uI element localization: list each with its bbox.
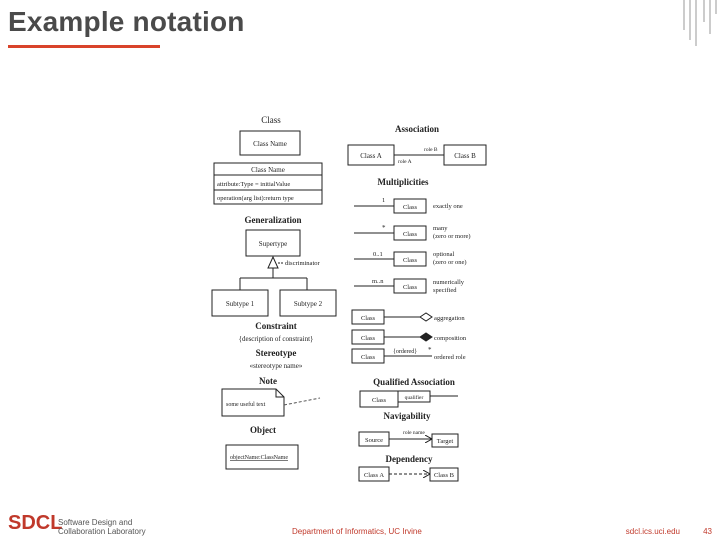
mult-3-desc2: (zero or one) — [433, 259, 467, 266]
class-detail-box — [213, 162, 323, 205]
class-detail-operation: operation(arg list):return type — [217, 195, 294, 202]
aggregation-class-label: Class — [361, 315, 376, 322]
object-heading: Object — [250, 425, 276, 435]
ordered-constraint: {ordered} — [393, 349, 417, 355]
mult-3-class-box — [393, 251, 427, 267]
footer-url: sdcl.ics.uci.edu — [625, 527, 680, 536]
subtype2-box — [279, 289, 337, 317]
mult-4-desc2: specified — [433, 287, 457, 294]
subtype1-label: Subtype 1 — [226, 300, 255, 308]
role-b-label: role B — [424, 147, 438, 153]
footer-lab-line1: Software Design and — [58, 518, 133, 527]
mult-4-class-label: Class — [403, 284, 418, 291]
mult-2-value: * — [382, 224, 386, 232]
qualified-heading: Qualified Association — [373, 377, 455, 387]
constraint-heading: Constraint — [255, 321, 297, 331]
qualifier-label: qualifier — [405, 394, 424, 401]
mult-3-value: 0..1 — [373, 251, 383, 258]
dep-class-b-label: Class B — [434, 472, 455, 479]
supertype-label: Supertype — [259, 240, 287, 248]
constraint-text: {description of constraint} — [239, 335, 314, 343]
qualified-class-label: Class — [372, 397, 387, 404]
mult-2-class-box — [393, 225, 427, 241]
assoc-class-b-label: Class B — [454, 152, 476, 160]
mult-4-value: m..n — [372, 278, 384, 285]
title-underline — [8, 45, 160, 48]
class-box — [239, 130, 301, 156]
footer-lab-name: Software Design and Collaboration Labora… — [58, 518, 146, 536]
slide-title: Example notation — [8, 6, 245, 37]
note-heading: Note — [259, 376, 277, 386]
ordered-role-label: ordered role — [434, 354, 466, 361]
class-detail-attribute: attribute:Type = initialValue — [217, 181, 290, 188]
nav-role-label: role name — [403, 430, 425, 436]
navigability-heading: Navigability — [383, 411, 431, 421]
stereotype-text: «stereotype name» — [250, 362, 303, 370]
assoc-class-b-box — [443, 144, 487, 166]
page-number: 43 — [703, 527, 712, 536]
generalization-heading: Generalization — [245, 215, 302, 225]
dependency-heading: Dependency — [386, 454, 433, 464]
assoc-class-a-label: Class A — [360, 152, 382, 160]
mult-1-class-box — [393, 198, 427, 214]
aggregation-diamond-icon — [419, 312, 433, 322]
ordered-class-label: Class — [361, 354, 376, 361]
corner-decoration — [683, 0, 717, 46]
composition-label: composition — [434, 335, 467, 342]
association-heading: Association — [395, 124, 439, 134]
class-detail-name: Class Name — [251, 166, 285, 174]
discriminator-label: discriminator — [285, 260, 320, 267]
mult-4-class-box — [393, 278, 427, 294]
mult-1-desc: exactly one — [433, 203, 463, 210]
mult-2-class-label: Class — [403, 231, 418, 238]
footer-logo: SDCL — [8, 512, 63, 534]
ordered-mult: * — [428, 346, 432, 354]
multiplicities-heading: Multiplicities — [378, 177, 429, 187]
mult-4-desc1: numerically — [433, 279, 465, 286]
nav-source-label: Source — [365, 437, 383, 444]
mult-2-desc1: many — [433, 225, 448, 232]
stereotype-heading: Stereotype — [256, 348, 297, 358]
note-shape — [221, 388, 285, 417]
object-box — [225, 444, 299, 470]
role-a-label: role A — [398, 159, 412, 165]
dep-class-a-label: Class A — [364, 472, 384, 479]
mult-3-class-label: Class — [403, 257, 418, 264]
mult-3-desc1: optional — [433, 251, 454, 258]
mult-2-desc2: (zero or more) — [433, 233, 471, 240]
nav-target-box — [431, 433, 459, 448]
footer-department: Department of Informatics, UC Irvine — [292, 527, 422, 536]
footer-lab-line2: Collaboration Laboratory — [58, 527, 146, 536]
note-text: some useful text — [226, 401, 266, 408]
composition-class-label: Class — [361, 335, 376, 342]
object-text: objectName:ClassName — [230, 455, 288, 461]
subtype1-box — [211, 289, 269, 317]
class-heading: Class — [261, 115, 281, 125]
dep-class-b-box — [429, 467, 459, 482]
mult-1-class-label: Class — [403, 204, 418, 211]
generalization-triangle-icon — [267, 255, 279, 269]
composition-diamond-icon — [419, 332, 433, 342]
subtype2-label: Subtype 2 — [294, 300, 323, 308]
mult-1-value: 1 — [382, 197, 385, 204]
aggregation-label: aggregation — [434, 315, 465, 322]
class-box-name: Class Name — [253, 140, 287, 148]
nav-target-label: Target — [437, 438, 454, 445]
